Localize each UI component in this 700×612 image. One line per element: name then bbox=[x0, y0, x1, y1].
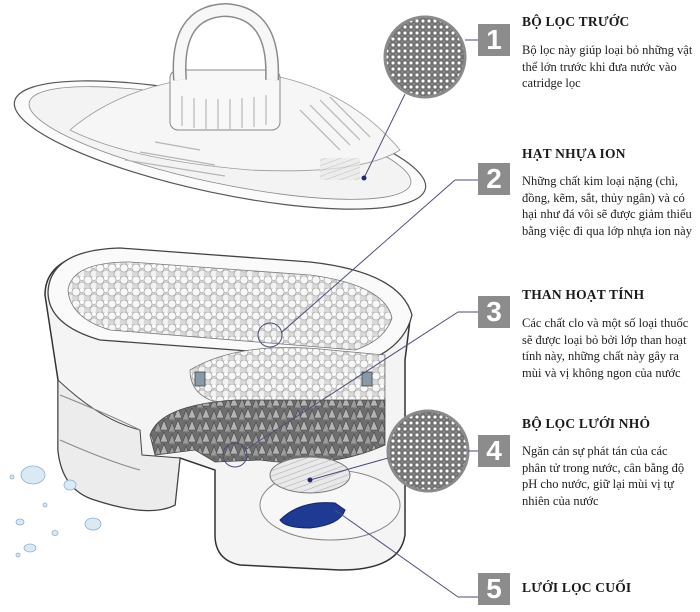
callout-description: Các chất clo và một số loại thuốc sẽ đượ… bbox=[522, 316, 689, 380]
lid-prefilter-part bbox=[13, 2, 427, 210]
leader-lines bbox=[222, 179, 478, 598]
callout-title: HẠT NHỰA ION bbox=[522, 146, 626, 161]
water-droplets-decoration bbox=[9, 465, 102, 558]
callout-number-badge: 1 bbox=[478, 24, 510, 56]
callout-title: THAN HOẠT TÍNH bbox=[522, 287, 645, 302]
callout-title: BỘ LỌC TRƯỚC bbox=[522, 14, 630, 29]
fine-mesh-magnifier bbox=[307, 409, 478, 493]
callout-title: BỘ LỌC LƯỚI NHỎ bbox=[522, 416, 651, 431]
prefilter-mesh-magnifier bbox=[361, 15, 478, 181]
callout-description: Bộ lọc này giúp loại bỏ những vật thể lớ… bbox=[522, 43, 693, 90]
callout-number-badge: 2 bbox=[478, 163, 510, 195]
callout-number-badge: 5 bbox=[478, 573, 510, 605]
callout-number-badge: 3 bbox=[478, 296, 510, 328]
callout-number-badge: 4 bbox=[478, 435, 510, 467]
callout-title: LƯỚI LỌC CUỐI bbox=[522, 580, 632, 595]
callout-description: Những chất kim loại nặng (chì, đồng, kẽm… bbox=[522, 174, 692, 238]
cartridge-body-part bbox=[44, 247, 413, 571]
callout-description: Ngăn cản sự phát tán của các phân tử tro… bbox=[522, 444, 685, 508]
